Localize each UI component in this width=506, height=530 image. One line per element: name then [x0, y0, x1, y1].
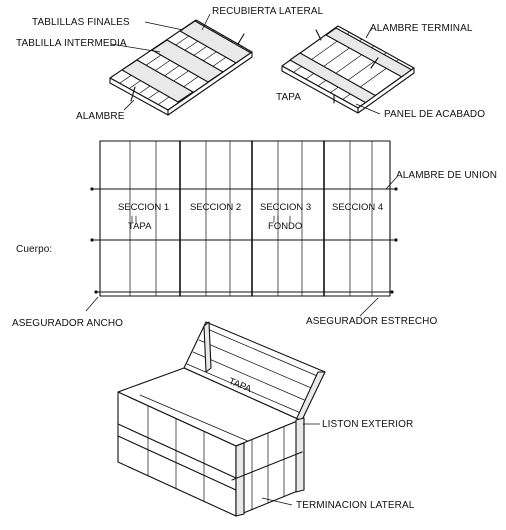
label-seccion-4: SECCION 4: [332, 202, 383, 213]
body-flat-layout: [90, 140, 398, 297]
label-tablillas-finales: TABLILLAS FINALES: [32, 17, 130, 28]
label-terminacion-lateral: TERMINACION LATERAL: [296, 500, 415, 511]
label-cuerpo: Cuerpo:: [16, 244, 52, 255]
assembled-crate-illustration: [117, 321, 326, 517]
label-asegurador-ancho: ASEGURADOR ANCHO: [12, 318, 123, 329]
label-seccion-1: SECCION 1: [118, 202, 169, 213]
label-alambre: ALAMBRE: [76, 111, 125, 122]
label-alambre-de-union: ALAMBRE DE UNION: [396, 170, 497, 181]
label-liston-exterior: LISTON EXTERIOR: [322, 419, 413, 430]
label-tapa-top: TAPA: [276, 92, 301, 103]
label-fondo: FONDO: [268, 221, 302, 232]
label-asegurador-estrecho: ASEGURADOR ESTRECHO: [306, 316, 437, 327]
label-tablilla-intermedia: TABLILLA INTERMEDIA: [16, 38, 127, 49]
label-panel-de-acabado: PANEL DE ACABADO: [384, 109, 485, 120]
leader-lines: [85, 13, 397, 506]
label-seccion-3: SECCION 3: [260, 202, 311, 213]
label-recubierta-lateral: RECUBIERTA LATERAL: [212, 6, 324, 17]
label-alambre-terminal: ALAMBRE TERMINAL: [370, 23, 473, 34]
label-seccion-2: SECCION 2: [190, 202, 241, 213]
lid-panel-illustration: [109, 19, 253, 116]
label-tapa-flat: TAPA: [128, 221, 152, 232]
tapa-panel-illustration: [281, 25, 415, 114]
